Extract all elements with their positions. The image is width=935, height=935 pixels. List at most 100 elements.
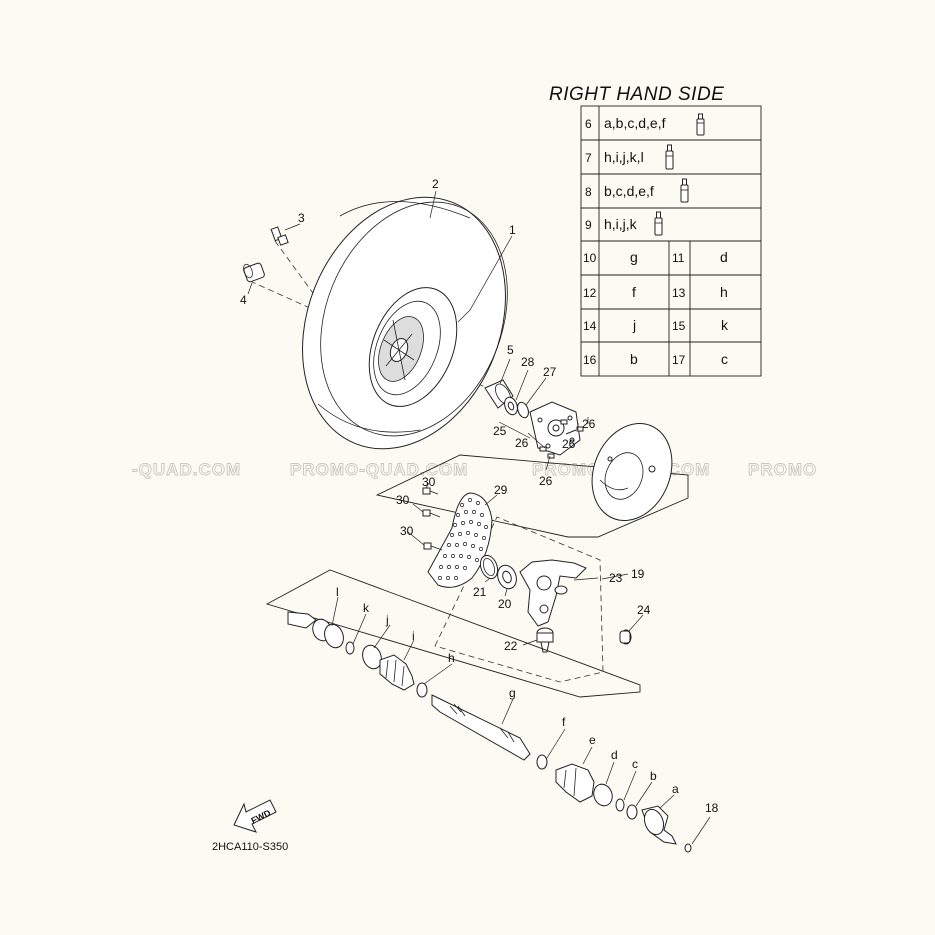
boot-band-small: [345, 641, 355, 655]
perforation-hole: [479, 547, 483, 551]
ref-number: 10: [583, 251, 597, 265]
wheel-rim: [368, 287, 458, 407]
perforation-hole: [471, 544, 475, 548]
table-row: 9 h,i,j,k: [585, 211, 663, 236]
callout-label: d: [611, 748, 618, 762]
perforation-hole: [463, 542, 467, 546]
ref-number: 14: [583, 319, 597, 333]
perforation-hole: [458, 532, 462, 536]
knuckle-collar: [619, 629, 632, 645]
callout-label: e: [589, 733, 596, 747]
watermark-text: -QUAD.COM: [132, 460, 241, 479]
callout-label: 2: [432, 177, 439, 191]
table-row: 12 f 13 h: [583, 284, 728, 300]
perforation-hole: [475, 558, 479, 562]
boot-band-large: [362, 644, 382, 670]
grease-tube-icon: [665, 144, 674, 170]
part-letters: h,i,j,k: [604, 216, 638, 232]
callout-label: 26: [582, 417, 596, 431]
perforation-hole: [447, 565, 451, 569]
perforation-hole: [480, 513, 484, 517]
fwd-arrow-icon: FWD: [233, 799, 277, 833]
perforation-hole: [438, 576, 442, 580]
boot-band-inner: [416, 682, 428, 698]
perforation-hole: [455, 543, 459, 547]
perforation-hole: [460, 503, 464, 507]
perforation-hole: [464, 510, 468, 514]
callouts: 1 2 3 4 5 28 27 25 26 26 26 26 29 30 30 …: [240, 177, 719, 815]
ref-number: 7: [585, 151, 592, 165]
ref-number: 16: [583, 353, 597, 367]
cotter-pin: [554, 585, 568, 595]
boot-band-outer-small: [536, 754, 548, 770]
callout-label: i: [412, 629, 415, 643]
frame-box-hub: [375, 454, 689, 538]
perforation-hole: [482, 536, 486, 540]
callout-label: c: [632, 757, 638, 771]
callout-label: 19: [631, 567, 645, 581]
brake-disc: [591, 423, 673, 521]
ref-number: 12: [583, 286, 597, 300]
valve-stem: [270, 226, 289, 246]
part-letter: b: [630, 351, 638, 367]
ref-number: 6: [585, 117, 592, 131]
callout-label: a: [672, 782, 679, 796]
frame-box-knuckle: [434, 516, 604, 683]
part-letter: h: [720, 284, 728, 300]
ref-number: 17: [672, 353, 686, 367]
boot-outer: [555, 763, 595, 803]
seal: [517, 401, 529, 419]
callout-label: k: [363, 601, 370, 615]
callout-label: h: [448, 651, 455, 665]
perforation-hole: [466, 531, 470, 535]
callout-label: j: [385, 613, 389, 627]
perforation-hole: [439, 565, 443, 569]
cv-joint-inner: [287, 611, 344, 649]
drive-shaft: [431, 694, 531, 761]
ref-number: 13: [672, 286, 686, 300]
steering-knuckle: [519, 559, 587, 627]
ball-joint: [536, 627, 554, 653]
table-row: 10 g 11 d: [583, 249, 728, 265]
grease-tube-icon: [654, 211, 663, 236]
table-row: 8 b,c,d,e,f: [585, 178, 689, 203]
cv-joint-outer: [641, 805, 677, 845]
perforation-hole: [454, 576, 458, 580]
perforation-hole: [477, 522, 481, 526]
perforation-hole: [450, 533, 454, 537]
callout-label: g: [509, 686, 516, 700]
part-letter: g: [630, 249, 638, 265]
callout-label: 20: [498, 597, 512, 611]
perforation-hole: [463, 566, 467, 570]
callout-label: 22: [504, 639, 518, 653]
part-letter: j: [632, 317, 636, 333]
callout-label: 25: [493, 424, 507, 438]
perforation-hole: [468, 498, 472, 502]
wheel-hub: [529, 401, 581, 456]
frame-box-shaft: [265, 569, 641, 698]
watermark-text: PROMO: [748, 460, 817, 479]
hub-bolts: [539, 419, 584, 459]
callout-label: 26: [562, 437, 576, 451]
part-letters: b,c,d,e,f: [604, 183, 654, 199]
part-letter: k: [721, 317, 729, 333]
perforation-hole: [451, 554, 455, 558]
perforation-hole: [476, 501, 480, 505]
callout-label: 26: [515, 436, 529, 450]
perforation-hole: [474, 533, 478, 537]
callout-label: 30: [396, 493, 410, 507]
part-letters: h,i,j,k,l: [604, 149, 644, 165]
part-letter: c: [721, 351, 728, 367]
callout-label: 30: [422, 475, 436, 489]
skid-plate-bolts: [422, 487, 443, 551]
callout-label: f: [562, 715, 566, 729]
watermark-text: PROMO-QUAD.COM: [290, 460, 468, 479]
callout-label: 27: [543, 365, 557, 379]
perforation-hole: [453, 523, 457, 527]
table-row: 6 a,b,c,d,e,f: [585, 113, 705, 136]
perforation-hole: [456, 513, 460, 517]
skid-plate: [427, 492, 493, 588]
perforation-hole: [455, 565, 459, 569]
callout-label: 29: [494, 483, 508, 497]
